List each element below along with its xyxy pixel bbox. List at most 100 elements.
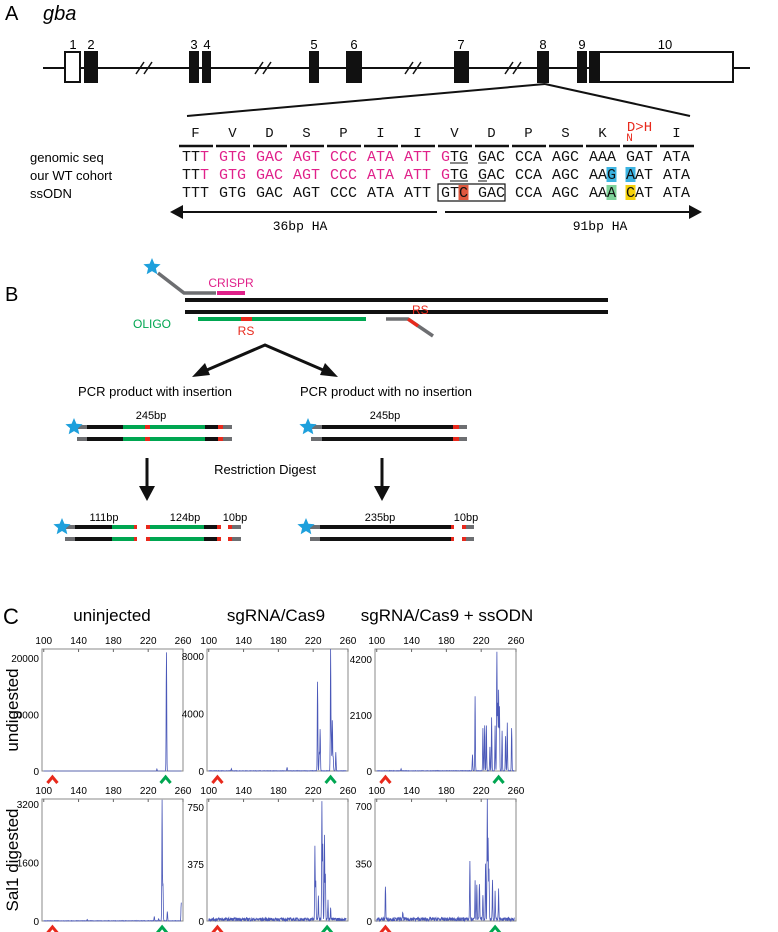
amino-acid: I [376, 126, 384, 142]
nucleotide: G [459, 149, 468, 166]
nucleotide: G [478, 185, 487, 202]
amino-acid: D [265, 126, 273, 142]
digest-arrows [139, 458, 390, 501]
exon-4 [202, 51, 211, 83]
exon-number: 7 [457, 37, 464, 52]
plot-frame [206, 798, 349, 922]
nucleotide: T [182, 167, 191, 184]
nucleotide: A [533, 167, 542, 184]
y-tick-label: 0 [198, 767, 204, 778]
x-tick-label: 220 [305, 636, 322, 647]
nucleotide: T [413, 167, 422, 184]
amino-acid: P [339, 126, 347, 142]
x-tick-label: 100 [200, 786, 217, 797]
nucleotide: A [293, 185, 302, 202]
nucleotide: C [524, 185, 533, 202]
nucleotide: T [413, 149, 422, 166]
y-tick-label: 700 [355, 802, 372, 813]
nucleotide: A [598, 167, 607, 184]
nucleotide: T [450, 149, 459, 166]
fluorescent-label-star-icon [53, 518, 71, 535]
y-tick-label: 375 [187, 860, 204, 871]
exon-number: 2 [87, 37, 94, 52]
exon-number: 1 [69, 37, 76, 52]
nucleotide: A [598, 149, 607, 166]
nucleotide: T [200, 185, 209, 202]
amino-acid: S [561, 126, 569, 142]
nucleotide: T [376, 149, 385, 166]
nucleotide: A [293, 149, 302, 166]
nucleotide: A [404, 185, 413, 202]
nucleotide: C [496, 185, 505, 202]
nucleotide: G [478, 149, 487, 166]
signal-trace [376, 651, 515, 772]
nucleotide: C [274, 167, 283, 184]
column-title-sgrna-cas9-ssodn: sgRNA/Cas9 + ssODN [361, 606, 533, 625]
intron-break-icon [254, 61, 272, 75]
digested-size-marker-icon [379, 774, 392, 784]
undigested-size-marker-icon [159, 774, 172, 784]
exon-6 [346, 51, 362, 83]
y-tick-label: 0 [33, 917, 39, 928]
nucleotide: C [626, 185, 635, 202]
nucleotide: C [274, 185, 283, 202]
exon-1 [64, 51, 81, 83]
nucleotide: A [589, 149, 598, 166]
exon-number: 8 [539, 37, 546, 52]
amino-acid: P [524, 126, 532, 142]
exon-7 [454, 51, 469, 83]
panel-letter-a: A [5, 3, 19, 25]
nucleotide: A [265, 185, 274, 202]
nucleotide-highlight [625, 167, 636, 182]
exon-number: 5 [310, 37, 317, 52]
gene-name: gba [43, 3, 76, 25]
nucleotide: A [487, 185, 496, 202]
pcr-products [53, 418, 474, 541]
amino-acid: V [228, 126, 237, 142]
fluorescent-label-star-icon [143, 258, 161, 275]
digested-size-marker-icon [211, 774, 224, 784]
nucleotide: A [681, 185, 690, 202]
amino-acid: F [191, 126, 199, 142]
nucleotide: T [644, 149, 653, 166]
amino-acid: K [598, 126, 607, 142]
nucleotide: A [589, 167, 598, 184]
y-tick-label: 8000 [182, 652, 205, 663]
nucleotide: A [626, 167, 635, 184]
y-tick-label: 4200 [350, 655, 373, 666]
forward-primer [156, 271, 216, 295]
panel-letter-b: B [5, 284, 18, 306]
nucleotide: T [228, 185, 237, 202]
y-tick-label: 350 [355, 860, 372, 871]
intron-break-icon [504, 61, 522, 75]
panel-c: C uninjected sgRNA/Cas9 sgRNA/Cas9 + ssO… [3, 604, 533, 932]
y-tick-label: 750 [187, 803, 204, 814]
nucleotide: T [450, 185, 459, 202]
nucleotide: C [330, 185, 339, 202]
x-tick-label: 260 [175, 636, 192, 647]
nucleotide: T [191, 167, 200, 184]
nucleotide: A [533, 185, 542, 202]
with-insertion-label: PCR product with insertion [78, 384, 232, 399]
primer-rs-label: RS [412, 303, 429, 317]
fragment-235-label: 235bp [365, 512, 396, 524]
amino-acid: D>H [627, 120, 652, 136]
signal-trace [43, 799, 182, 922]
no-insertion-label: PCR product with no insertion [300, 384, 472, 399]
nucleotide: A [404, 167, 413, 184]
y-tick-label: 4000 [182, 710, 205, 721]
nucleotide: A [635, 185, 644, 202]
nucleotide: G [626, 149, 635, 166]
y-tick-label: 0 [33, 767, 39, 778]
x-tick-label: 220 [140, 786, 157, 797]
plot-frame [374, 648, 517, 772]
nucleotide: C [496, 167, 505, 184]
x-tick-label: 180 [105, 786, 122, 797]
undigested-size-marker-icon [492, 774, 505, 784]
nucleotide: G [237, 185, 246, 202]
